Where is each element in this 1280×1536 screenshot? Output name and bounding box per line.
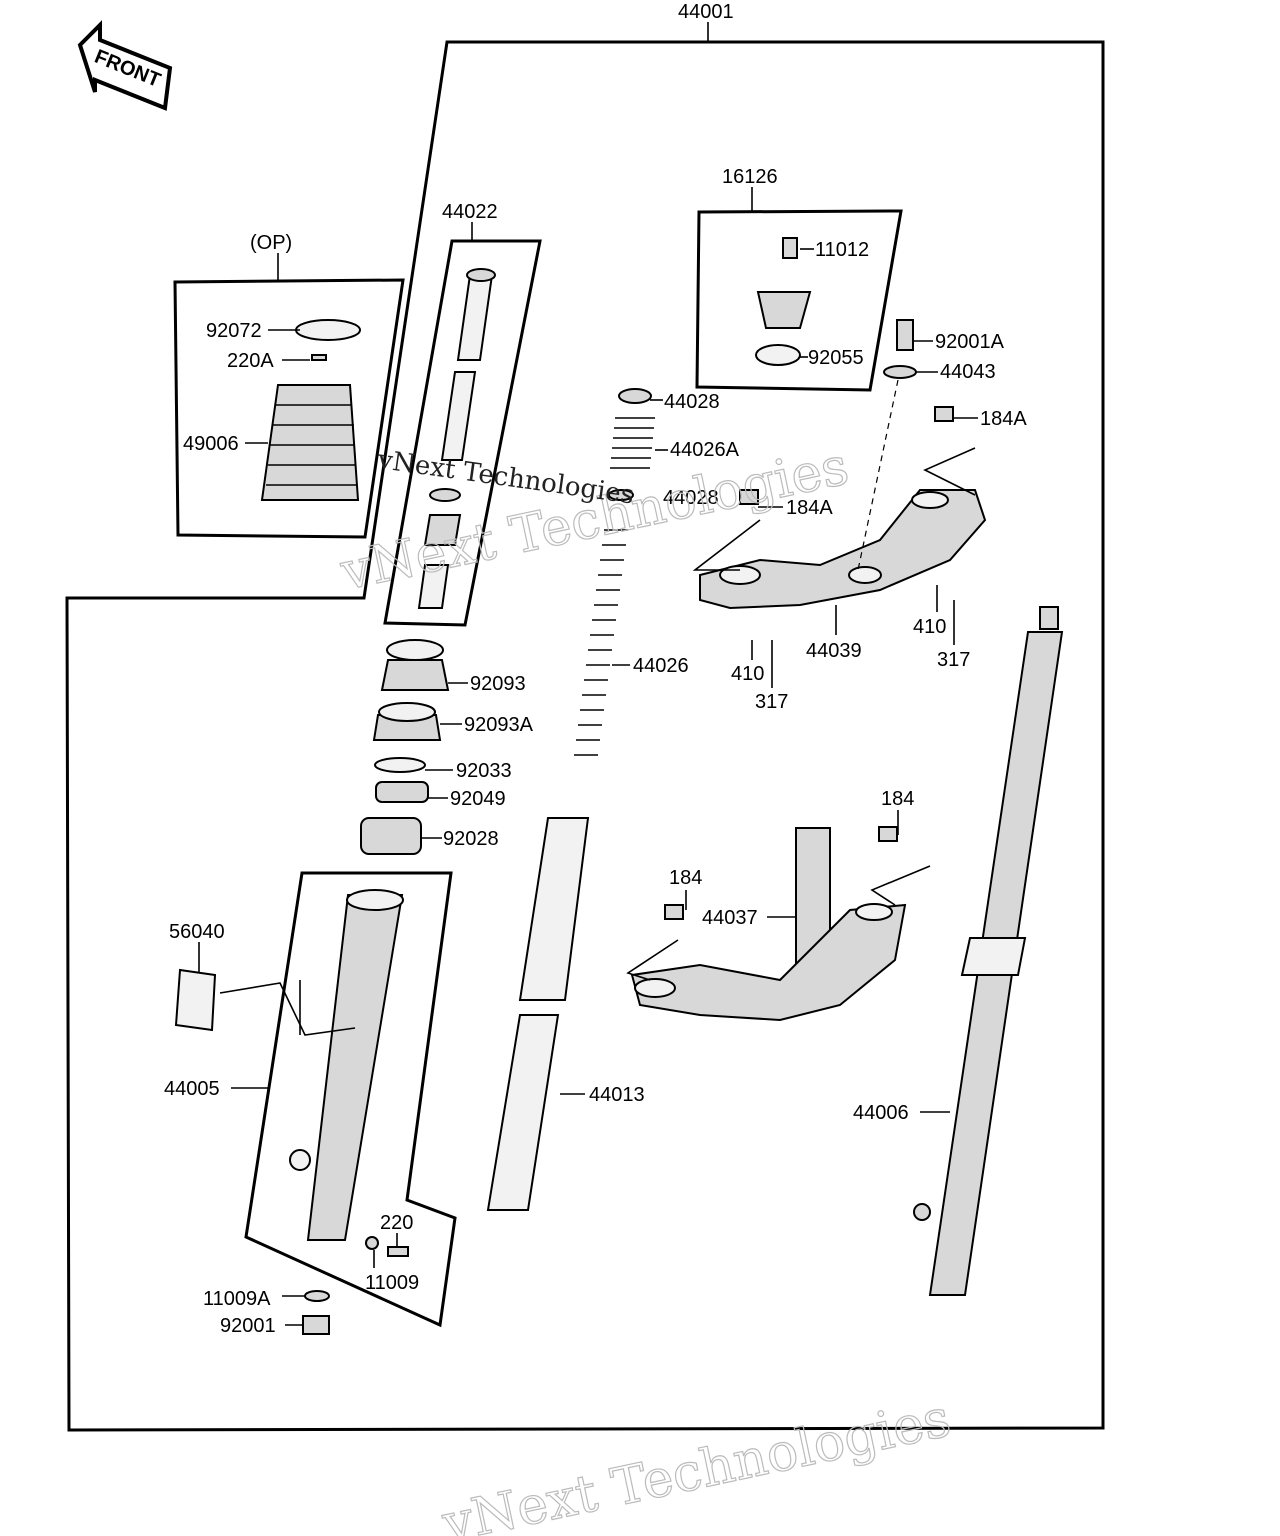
label-184: 184 [881,788,914,810]
label-44026a: 44026A [670,439,740,461]
svg-text:vNext Technologies: vNext Technologies [437,1388,956,1536]
label-44028: 44028 [663,487,719,509]
label-11009: 11009 [365,1272,419,1294]
label-44043: 44043 [940,361,996,383]
label-op: (OP) [250,232,292,254]
label-92072: 92072 [206,320,262,342]
label-317: 317 [755,691,788,713]
label-44037: 44037 [702,907,758,929]
part-labels: 44001 (OP) 44022 16126 11012 92072 220A … [164,1,1027,1337]
label-92001a: 92001A [935,331,1005,353]
label-410: 410 [731,663,764,685]
label-44026: 44026 [633,655,689,677]
front-arrow-icon: FRONT [77,20,173,111]
label-220: 220 [380,1212,413,1234]
label-44006: 44006 [853,1102,909,1124]
assembly-boundary-44001 [65,40,1105,1432]
label-92093: 92093 [470,673,526,695]
label-220a: 220A [227,350,274,372]
label-184: 184 [669,867,702,889]
label-44005: 44005 [164,1078,220,1100]
label-44013: 44013 [589,1084,645,1106]
label-92001: 92001 [220,1315,276,1337]
label-56040: 56040 [169,921,225,943]
label-16126: 16126 [722,166,778,188]
label-184a: 184A [980,408,1027,430]
svg-text:vNext Technologies: vNext Technologies [375,445,636,511]
label-92033: 92033 [456,760,512,782]
label-44028: 44028 [664,391,720,413]
op-kit-box [173,278,405,539]
label-44001: 44001 [678,1,734,23]
label-184a: 184A [786,497,833,519]
leader-lines [198,22,978,1326]
parts [174,237,1064,1335]
box-44005 [244,871,457,1328]
box-44022 [383,239,542,627]
label-11009a: 11009A [203,1288,271,1310]
label-92028: 92028 [443,828,499,850]
label-92049: 92049 [450,788,506,810]
label-44022: 44022 [442,201,498,223]
label-410: 410 [913,616,946,638]
label-317: 317 [937,649,970,671]
box-16126 [695,209,903,392]
assembly-lines [219,379,976,1036]
label-44039: 44039 [806,640,862,662]
label-92055: 92055 [808,347,864,369]
label-11012: 11012 [815,239,869,261]
label-92093a: 92093A [464,714,534,736]
label-49006: 49006 [183,433,239,455]
